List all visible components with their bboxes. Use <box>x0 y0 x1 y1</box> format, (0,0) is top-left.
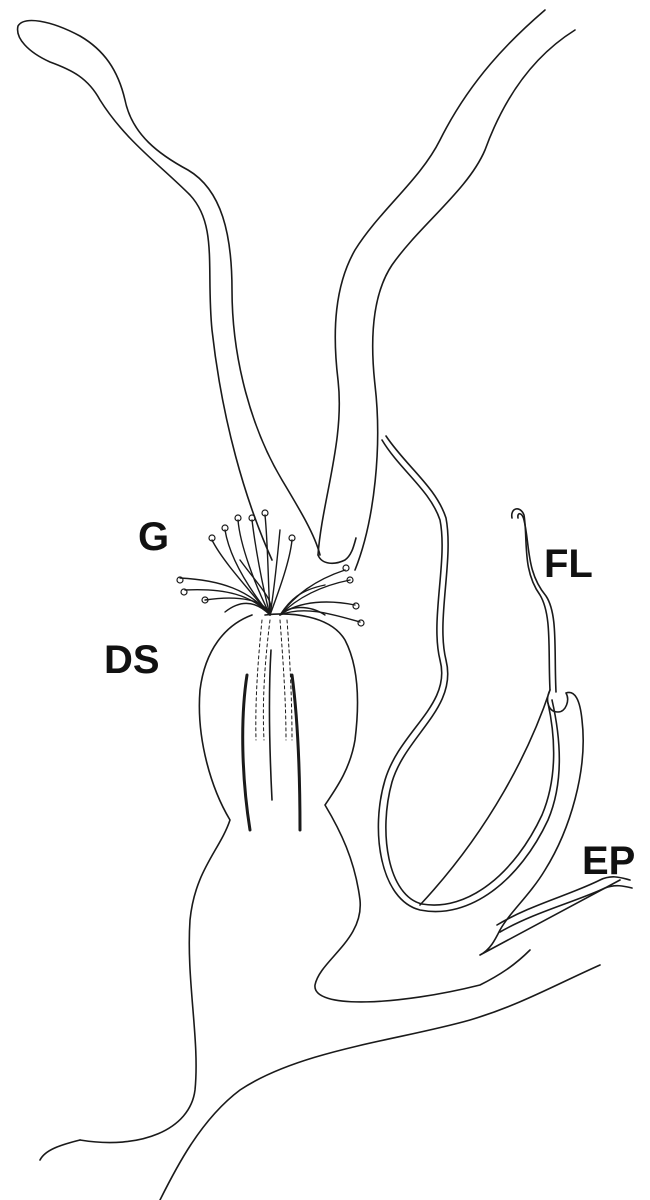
gland-tubules <box>180 515 360 622</box>
dart-sac-outline <box>80 614 530 1143</box>
right-duct-inner <box>355 30 575 570</box>
right-duct-outer <box>318 10 545 555</box>
genital-atrium-left <box>40 1140 80 1160</box>
duct-junction <box>318 538 356 563</box>
dart-sac-center-line <box>269 650 272 800</box>
label-ds: DS <box>104 640 160 680</box>
dart-sac-dotted-right-2 <box>280 620 286 740</box>
dart-sac-dotted-left <box>256 620 262 740</box>
epiphallus-lower-duct <box>497 877 630 925</box>
flagellum-outer <box>512 509 550 690</box>
dart-sac-dart-right <box>292 675 300 830</box>
label-fl: FL <box>544 544 593 584</box>
epiphallus-outline <box>420 690 620 955</box>
flagellum-inner <box>518 514 556 692</box>
dart-sac-dart-left <box>243 675 250 830</box>
label-g: G <box>138 517 169 557</box>
left-duct-outline <box>18 21 320 560</box>
label-ep: EP <box>582 841 635 881</box>
thin-duct-outer <box>378 440 559 912</box>
thin-duct-inner <box>386 436 554 905</box>
genital-atrium-lower <box>160 965 600 1200</box>
